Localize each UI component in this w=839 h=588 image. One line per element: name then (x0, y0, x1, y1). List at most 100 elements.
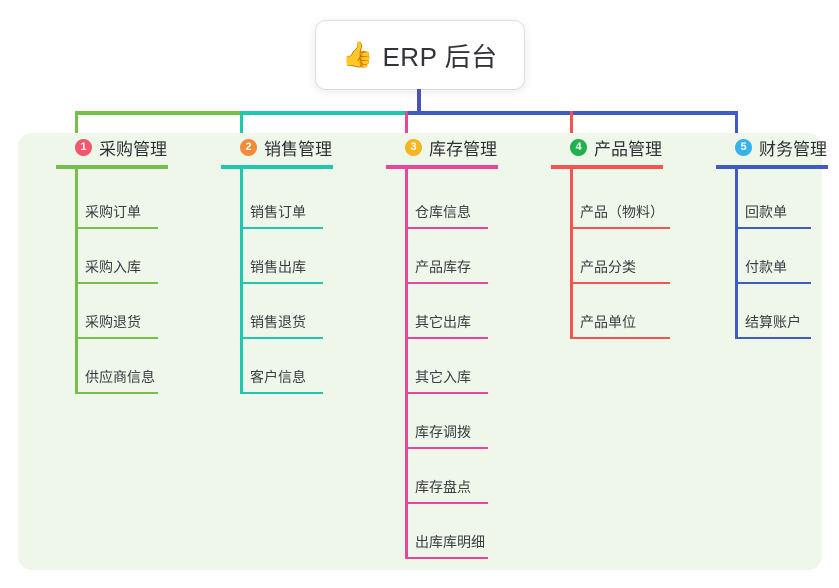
bus-segment-2 (241, 111, 406, 115)
leaf-label: 其它入库 (415, 369, 471, 385)
leaf-label: 结算账户 (745, 314, 801, 330)
branch-column-4: 4 产品管理产品（物料） 产品分类产品单位 (551, 133, 701, 339)
leaf-node[interactable]: 产品库存 (386, 250, 536, 284)
bus-segment-1 (76, 111, 241, 115)
root-title: ERP 后台 (382, 41, 498, 72)
branch-number-badge: 4 (570, 138, 587, 156)
branch-header-underline (386, 165, 498, 169)
leaf-label: 销售出库 (250, 259, 306, 275)
branch-spine (240, 167, 243, 394)
branch-title: 销售管理 (264, 139, 332, 159)
leaf-node[interactable]: 客户信息 (221, 360, 371, 394)
leaf-underline (240, 337, 323, 339)
leaf-underline (735, 282, 811, 284)
leaf-node[interactable]: 产品单位 (551, 305, 701, 339)
leaf-node[interactable]: 库存调拨 (386, 415, 536, 449)
leaf-underline (405, 282, 488, 284)
root-stem-connector (417, 89, 421, 115)
branch-spine (735, 167, 738, 339)
leaf-node[interactable]: 库存盘点 (386, 470, 536, 504)
leaf-label: 产品分类 (580, 259, 636, 275)
leaf-label: 产品单位 (580, 314, 636, 330)
leaf-underline (405, 392, 488, 394)
branch-drop-1 (75, 111, 78, 137)
leaf-label: 供应商信息 (85, 369, 155, 385)
leaf-label: 采购退货 (85, 314, 141, 330)
branch-column-3: 3 库存管理仓库信息产品库存其它出库其它入库库存调拨库存盘点出库库明细 (386, 133, 536, 559)
leaf-node[interactable]: 供应商信息 (56, 360, 206, 394)
leaf-node[interactable]: 销售出库 (221, 250, 371, 284)
leaf-label: 其它出库 (415, 314, 471, 330)
leaf-label: 产品库存 (415, 259, 471, 275)
leaf-underline (240, 227, 323, 229)
leaf-node[interactable]: 产品（物料） (551, 195, 701, 229)
leaf-label: 销售订单 (250, 204, 306, 220)
branch-drop-4 (570, 111, 573, 137)
leaf-node[interactable]: 采购入库 (56, 250, 206, 284)
leaf-node[interactable]: 回款单 (716, 195, 839, 229)
branch-spine (75, 167, 78, 394)
leaf-underline (75, 227, 158, 229)
branch-number-badge: 5 (735, 138, 752, 156)
leaf-label: 采购入库 (85, 259, 141, 275)
leaf-node[interactable]: 其它入库 (386, 360, 536, 394)
leaf-label: 销售退货 (250, 314, 306, 330)
leaf-underline (570, 227, 670, 229)
branch-header-underline (716, 165, 828, 169)
root-node[interactable]: 👍 ERP 后台 (316, 21, 524, 89)
branch-header-2[interactable]: 2 销售管理 (221, 133, 371, 161)
branch-header-3[interactable]: 3 库存管理 (386, 133, 536, 161)
leaf-underline (75, 282, 158, 284)
leaf-underline (570, 282, 670, 284)
branch-title: 采购管理 (99, 139, 167, 159)
leaf-node[interactable]: 采购退货 (56, 305, 206, 339)
leaf-underline (240, 282, 323, 284)
leaf-underline (405, 447, 488, 449)
leaf-node[interactable]: 仓库信息 (386, 195, 536, 229)
branch-spine (405, 167, 408, 559)
branch-drop-3 (405, 111, 408, 137)
branch-header-underline (56, 165, 168, 169)
branch-column-2: 2 销售管理销售订单销售出库销售退货客户信息 (221, 133, 371, 394)
leaf-underline (405, 227, 488, 229)
branch-title: 财务管理 (759, 139, 827, 159)
branch-header-underline (221, 165, 333, 169)
leaf-underline (405, 557, 488, 559)
leaf-label: 仓库信息 (415, 204, 471, 220)
leaf-underline (405, 337, 488, 339)
leaf-label: 回款单 (745, 204, 787, 220)
leaf-underline (735, 337, 811, 339)
leaf-label: 库存调拨 (415, 424, 471, 440)
leaf-node[interactable]: 产品分类 (551, 250, 701, 284)
leaf-label: 产品（物料） (580, 204, 664, 220)
branch-number-badge: 1 (75, 138, 92, 156)
branch-title: 库存管理 (429, 139, 497, 159)
leaf-label: 出库库明细 (415, 534, 485, 550)
branch-column-1: 1 采购管理采购订单采购入库采购退货供应商信息 (56, 133, 206, 394)
leaf-node[interactable]: 其它出库 (386, 305, 536, 339)
leaf-label: 客户信息 (250, 369, 306, 385)
leaf-node[interactable]: 结算账户 (716, 305, 839, 339)
leaf-underline (570, 337, 670, 339)
branch-header-underline (551, 165, 663, 169)
leaf-underline (240, 392, 323, 394)
branch-drop-5 (735, 111, 738, 137)
branch-column-5: 5 财务管理回款单付款单结算账户 (716, 133, 839, 339)
branch-header-1[interactable]: 1 采购管理 (56, 133, 206, 161)
branch-title: 产品管理 (594, 139, 662, 159)
branches-panel: 1 采购管理采购订单采购入库采购退货供应商信息 2 销售管理销售订单销售出库销售退货客… (18, 133, 828, 570)
thumbs-up-icon: 👍 (342, 40, 374, 69)
branch-header-4[interactable]: 4 产品管理 (551, 133, 701, 161)
leaf-underline (75, 337, 158, 339)
leaf-label: 库存盘点 (415, 479, 471, 495)
leaf-node[interactable]: 采购订单 (56, 195, 206, 229)
leaf-node[interactable]: 销售退货 (221, 305, 371, 339)
leaf-node[interactable]: 付款单 (716, 250, 839, 284)
branch-header-5[interactable]: 5 财务管理 (716, 133, 839, 161)
leaf-node[interactable]: 出库库明细 (386, 525, 536, 559)
branch-number-badge: 3 (405, 138, 422, 156)
branch-drop-2 (240, 111, 243, 137)
branch-number-badge: 2 (240, 138, 257, 156)
leaf-node[interactable]: 销售订单 (221, 195, 371, 229)
